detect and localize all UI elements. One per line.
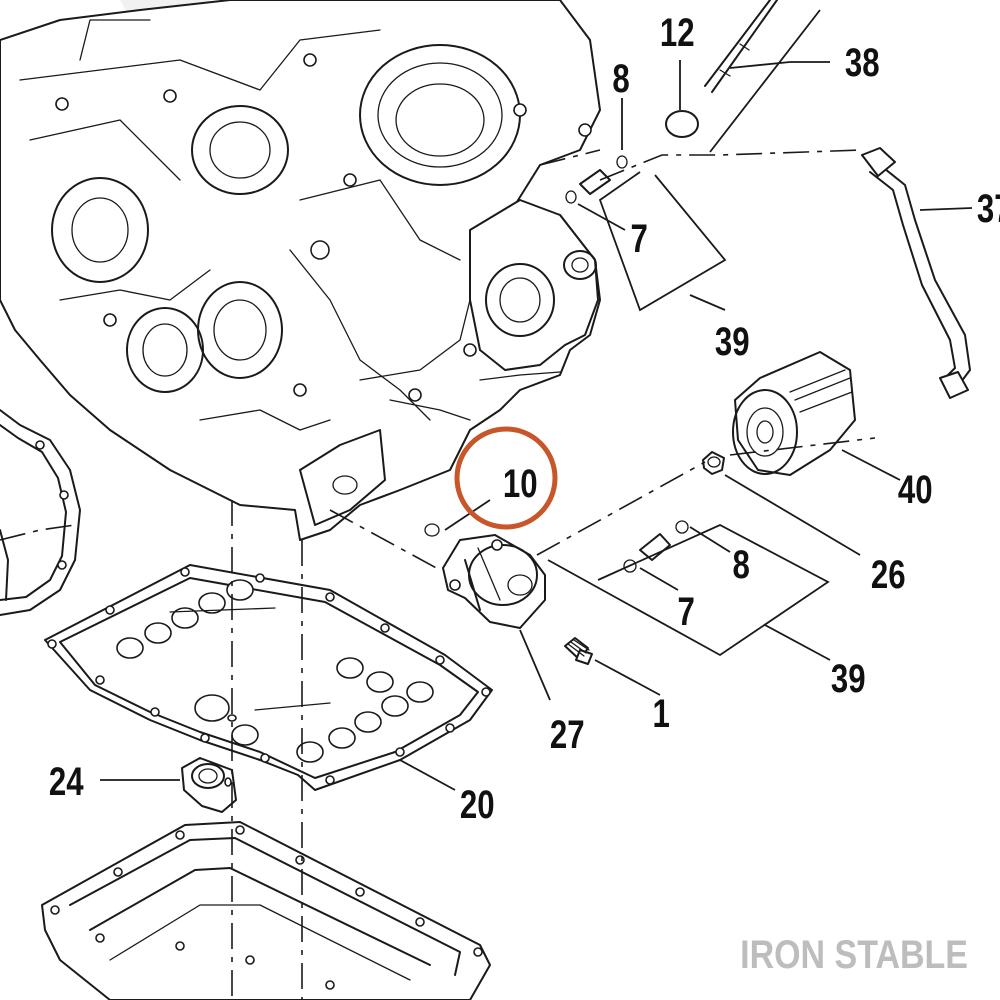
callout-37: 37 <box>977 186 1000 231</box>
watermark-brand: IRON STABLE <box>740 931 968 976</box>
callout-38: 38 <box>845 40 880 85</box>
callout-40: 40 <box>898 467 933 512</box>
highlight-ring <box>454 426 558 530</box>
gasket-oil-ports <box>116 579 434 763</box>
center-lines <box>0 149 876 1000</box>
callout-26: 26 <box>871 552 906 597</box>
part-24-boss <box>181 757 237 813</box>
callout-39-upper: 39 <box>715 319 750 364</box>
part-12-o-ring <box>665 110 699 138</box>
callout-7-lower: 7 <box>677 589 694 634</box>
callout-7-upper: 7 <box>630 216 647 261</box>
part-37-oil-line <box>861 147 971 399</box>
callout-39-lower: 39 <box>831 656 866 701</box>
part-1-bolt <box>564 637 593 665</box>
callout-24: 24 <box>49 759 84 804</box>
oil-pan <box>41 821 491 1000</box>
callout-20: 20 <box>460 782 495 827</box>
callout-8-upper: 8 <box>612 56 629 101</box>
callout-1: 1 <box>652 691 669 736</box>
gasket-bolt-holes <box>47 567 491 785</box>
side-cover-gasket <box>0 409 81 616</box>
callout-10: 10 <box>503 461 538 506</box>
callout-labels: 12 38 8 37 7 39 40 10 26 8 7 39 1 27 24 … <box>49 10 1000 827</box>
callout-8-lower: 8 <box>732 542 749 587</box>
part-27-filter-adapter <box>442 534 546 629</box>
callout-27: 27 <box>550 712 585 757</box>
leader-lines <box>100 9 973 791</box>
oil-pan-gasket <box>44 564 493 791</box>
part-26-nipple <box>702 451 725 475</box>
part-40-oil-filter <box>732 351 856 476</box>
callout-12: 12 <box>660 10 695 55</box>
fittings-upper <box>565 155 628 204</box>
engine-crankcase <box>0 0 601 541</box>
part-38-dipstick <box>704 0 778 93</box>
